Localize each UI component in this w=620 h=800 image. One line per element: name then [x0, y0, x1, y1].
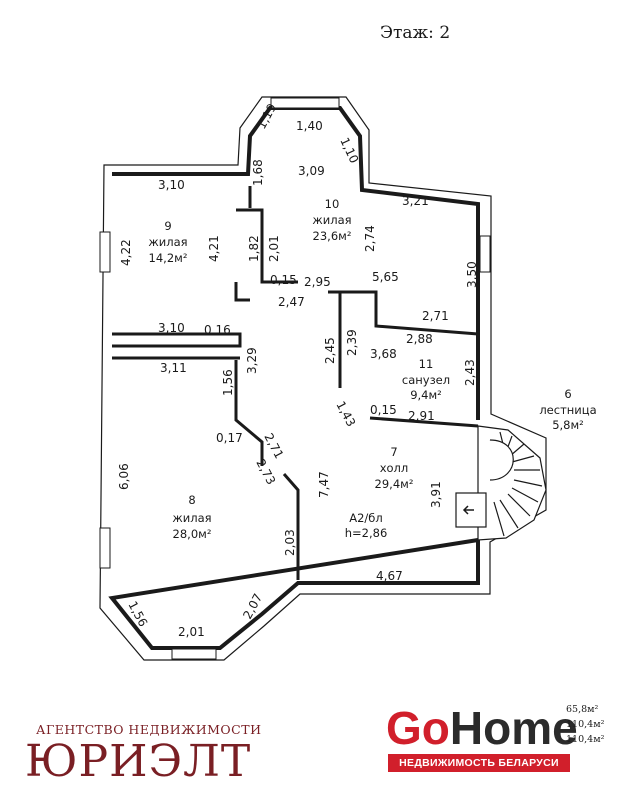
floor-label: Этаж: 2 — [380, 23, 450, 43]
dimension-label: 3,91 — [429, 481, 443, 508]
ceiling-marks: А2/бл h=2,86 — [345, 511, 388, 540]
dimension-label: 3,29 — [245, 347, 259, 374]
dimension-label: 3,11 — [160, 361, 187, 375]
room-label-text: 9 — [164, 219, 171, 233]
dimension-label: 1,82 — [247, 235, 261, 262]
room-label-text: 11 — [419, 357, 434, 371]
dimension-label: 1,10 — [337, 135, 361, 165]
room-label-text: жилая — [148, 235, 187, 249]
outer-wall — [108, 106, 480, 650]
room-label-text: санузел — [402, 373, 450, 387]
dimension-label: 1,43 — [333, 399, 358, 429]
room-11: 11 санузел 9,4м² — [402, 357, 450, 402]
room-label-text: 7 — [390, 445, 397, 459]
dimension-label: 1,68 — [251, 159, 265, 186]
dimension-label: 1,56 — [125, 599, 150, 629]
dimension-label: 0,15 — [370, 403, 397, 417]
dimension-label: 2,73 — [253, 457, 278, 487]
room-label-text: жилая — [172, 511, 211, 525]
gohome-logo: GoHome — [386, 702, 578, 754]
dimension-label: 3,50 — [465, 261, 479, 288]
room-label-text: 14,2м² — [149, 251, 188, 265]
room-label-text: 10 — [325, 197, 340, 211]
dimension-label: 5,65 — [372, 270, 399, 284]
dimension-label: 2,43 — [463, 359, 477, 386]
area-totals: 65,8м² 110,4м² 110,4м² — [566, 702, 604, 747]
room-label-text: холл — [380, 461, 409, 475]
gohome-go: Go — [386, 702, 450, 754]
room-label-text: 9,4м² — [410, 388, 442, 402]
room-10: 10 жилая 23,6м² — [312, 197, 351, 243]
room-6: 6 лестница 5,8м² — [539, 387, 596, 432]
room-7: 7 холл 29,4м² — [375, 445, 414, 491]
staircase — [455, 425, 547, 541]
room-label-text: 28,0м² — [173, 527, 212, 541]
room-label-text: 6 — [564, 387, 571, 401]
agency-logo: ЮРИЭЛТ — [25, 736, 252, 787]
dimension-label: 3,09 — [298, 164, 325, 178]
dimension-label: 4,67 — [376, 569, 403, 583]
dimension-label: 2,95 — [304, 275, 331, 289]
dimension-label: 2,01 — [267, 235, 281, 262]
dimension-label: 0,16 — [204, 323, 231, 337]
gohome-subtitle: НЕДВИЖИМОСТЬ БЕЛАРУСИ — [388, 754, 570, 772]
gohome-home: Home — [449, 702, 578, 754]
room-label-text: 29,4м² — [375, 477, 414, 491]
total-area-line: 110,4м² — [566, 734, 605, 745]
room-label-text: h=2,86 — [345, 526, 388, 540]
dimension-label: 2,03 — [283, 529, 297, 556]
dimension-label: 7,47 — [317, 471, 331, 498]
dimension-label: 1,40 — [296, 119, 323, 133]
room-9: 9 жилая 14,2м² — [148, 219, 187, 265]
dimension-label: 0,17 — [216, 431, 243, 445]
interior-walls — [112, 186, 479, 580]
dimension-label: 2,39 — [345, 329, 359, 356]
dimension-label: 6,06 — [117, 463, 131, 490]
dimension-label: 2,47 — [278, 295, 305, 309]
agency-tagline: АГЕНТСТВО НЕДВИЖИМОСТИ — [36, 722, 262, 737]
dimension-label: 4,22 — [119, 239, 133, 266]
room-label-text: жилая — [312, 213, 351, 227]
room-label-text: А2/бл — [349, 511, 383, 525]
dimension-label: 1,56 — [221, 369, 235, 396]
dimension-label: 2,71 — [422, 309, 449, 323]
total-area-line: 65,8м² — [566, 704, 599, 715]
room-label-text: 23,6м² — [313, 229, 352, 243]
room-label-text: 8 — [188, 493, 195, 507]
dimension-label: 4,21 — [207, 235, 221, 262]
room-label-text: лестница — [539, 403, 596, 417]
room-label-text: 5,8м² — [552, 418, 584, 432]
dimension-label: 3,21 — [402, 194, 429, 208]
dimension-label: 2,88 — [406, 332, 433, 346]
dimension-label: 2,01 — [178, 625, 205, 639]
dimension-label: 2,91 — [408, 409, 435, 423]
dimension-label: 2,74 — [363, 225, 377, 252]
dimension-label: 3,68 — [370, 347, 397, 361]
room-8: 8 жилая 28,0м² — [172, 493, 211, 541]
total-area-line: 110,4м² — [566, 719, 605, 730]
dimension-label: 2,45 — [323, 337, 337, 364]
dimension-label: 3,10 — [158, 178, 185, 192]
dimension-label: 3,10 — [158, 321, 185, 335]
dimension-label: 0,15 — [270, 273, 297, 287]
outer-wall-outline — [99, 96, 547, 661]
windows — [99, 97, 491, 660]
